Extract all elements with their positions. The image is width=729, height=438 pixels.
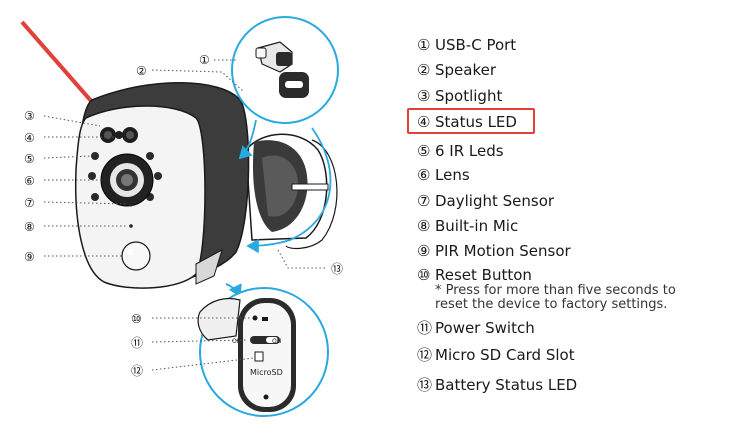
legend-label: Battery Status LED [435,376,578,394]
callout-10: ⑩ [131,312,142,326]
camera-mount [245,133,338,250]
legend-label: USB-C Port [435,36,517,54]
pir-sensor-icon [121,241,151,271]
status-led-icon [115,131,123,139]
callout-7: ⑦ [24,196,35,210]
legend-label: Spotlight [435,87,503,105]
leader-lines [43,59,326,371]
callout-5: ⑤ [24,152,35,166]
legend-number: ⑪ [417,319,433,337]
legend-number: ⑥ [417,166,431,184]
camera-front-features [88,127,162,271]
legend-number: ⑤ [417,142,431,160]
switch-off-label: OFF [232,338,244,345]
legend-label: 6 IR Leds [435,142,504,160]
legend-number: ② [417,61,431,79]
legend-number: ⑧ [417,217,431,235]
callout-8: ⑧ [24,220,35,234]
status-led-highlight-box [407,108,535,134]
callout-9: ⑨ [24,250,35,264]
mic-icon [129,224,133,228]
reset-note-line-1: * Press for more than five seconds to [435,283,676,298]
bottom-panel-zoom: OFF ON MicroSD [197,283,329,417]
legend-number: ⑫ [417,346,433,364]
legend-label: Daylight Sensor [435,192,555,210]
legend-number: ⑦ [417,192,431,210]
legend-number: ⑬ [417,376,433,394]
legend-label: Speaker [435,61,497,79]
legend-label: Built-in Mic [435,217,519,235]
switch-on-label: ON [272,338,281,345]
callout-2: ② [136,64,147,78]
usb-c-zoom [231,16,339,160]
legend-label: Lens [435,166,470,184]
micro-sd-label: MicroSD [250,368,283,377]
legend-number: ③ [417,87,431,105]
legend-number: ⑩ [417,266,431,284]
callout-6: ⑥ [24,174,35,188]
callout-1: ① [199,53,210,67]
legend-label: PIR Motion Sensor [435,242,571,260]
legend-number: ⑨ [417,242,431,260]
legend-label: Reset Button [435,266,532,284]
reset-note-line-2: reset the device to factory settings. [435,297,668,312]
callout-4: ④ [24,131,35,145]
battery-led-arrow [246,127,332,254]
callout-11: ⑪ [131,336,143,350]
callout-3: ③ [24,109,35,123]
legend-number: ④ [417,113,431,131]
legend-label: Micro SD Card Slot [435,346,575,364]
legend-label: Power Switch [435,319,535,337]
legend-label: Status LED [435,113,517,131]
legend-number: ① [417,36,431,54]
callout-13: ⑬ [331,262,343,276]
daylight-sensor-icon [128,201,134,207]
callout-12: ⑫ [131,364,143,378]
callout-numbers: ① ② ③ ④ ⑤ ⑥ ⑦ ⑧ ⑨ ⑬ ⑩ ⑪ ⑫ [24,53,343,378]
